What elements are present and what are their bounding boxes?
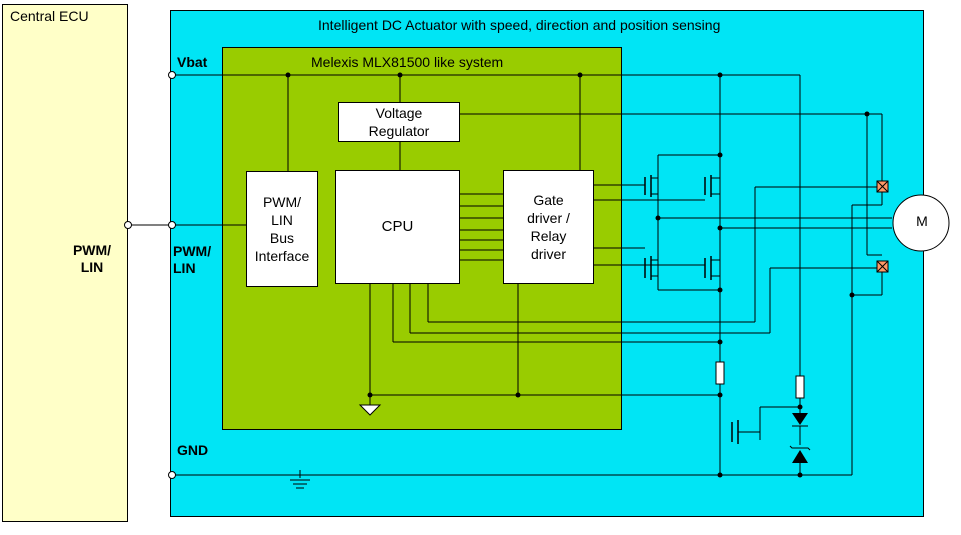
cpu-block: CPU (335, 170, 460, 284)
central-ecu-title: Central ECU (10, 8, 89, 24)
gnd-label: GND (177, 442, 209, 458)
bus-interface-line1: PWM/ (262, 194, 302, 210)
melexis-system-title: Melexis MLX81500 like system (311, 54, 504, 70)
ecu-pwm-label-line1: PWM/ (72, 242, 112, 258)
gate-driver-line4: driver (530, 246, 566, 262)
bus-interface-block: PWM/ LIN Bus Interface (246, 171, 318, 287)
resistor-icon (795, 375, 805, 399)
gate-driver-line3: Relay (530, 228, 567, 244)
pwm-terminal (168, 221, 176, 229)
shunt-resistor-icon (715, 361, 725, 385)
voltage-regulator-line2: Regulator (368, 123, 430, 139)
gate-driver-line1: Gate (533, 192, 564, 208)
cpu-label: CPU (381, 218, 414, 235)
vbat-label: Vbat (177, 54, 208, 70)
actuator-pwm-lin-label: PWM/ LIN (173, 243, 211, 277)
voltage-regulator-block: Voltage Regulator (338, 102, 460, 142)
actuator-title: Intelligent DC Actuator with speed, dire… (318, 17, 721, 33)
motor-label: M (916, 213, 928, 229)
gate-driver-line2: driver / (527, 210, 570, 226)
voltage-regulator-line1: Voltage (375, 105, 423, 121)
bus-interface-line3: Bus (269, 230, 295, 246)
bus-interface-line4: Interface (254, 248, 310, 264)
actuator-pwm-label-line1: PWM/ (173, 243, 212, 259)
ground-triangle-icon (358, 404, 382, 416)
diode-icon (792, 413, 808, 425)
actuator-pwm-label-line2: LIN (173, 260, 196, 276)
motor-icon (892, 194, 950, 252)
gnd-terminal (168, 471, 176, 479)
ecu-pwm-label-line2: LIN (80, 259, 104, 275)
zener-diode-icon (792, 450, 808, 463)
gate-driver-block: Gate driver / Relay driver (503, 170, 594, 284)
vbat-terminal (168, 71, 176, 79)
ecu-terminal (124, 221, 132, 229)
central-ecu-box (2, 4, 128, 522)
bus-interface-line2: LIN (271, 212, 293, 228)
ecu-pwm-lin-label: PWM/ LIN (62, 242, 122, 276)
